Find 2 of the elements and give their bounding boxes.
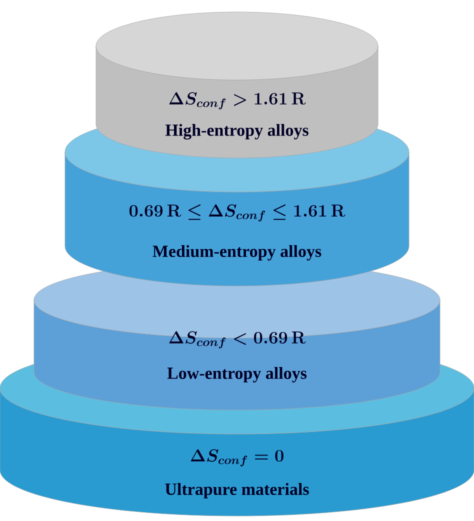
cylinder-tier: $\Delta S_{conf} < 0.69\,\mathbf{R}$ Low-entropy alloys: [34, 262, 440, 410]
cylinder-tier: $\Delta S_{conf} > 1.61\,\mathbf{R}$ High-entropy alloys: [96, 12, 378, 158]
